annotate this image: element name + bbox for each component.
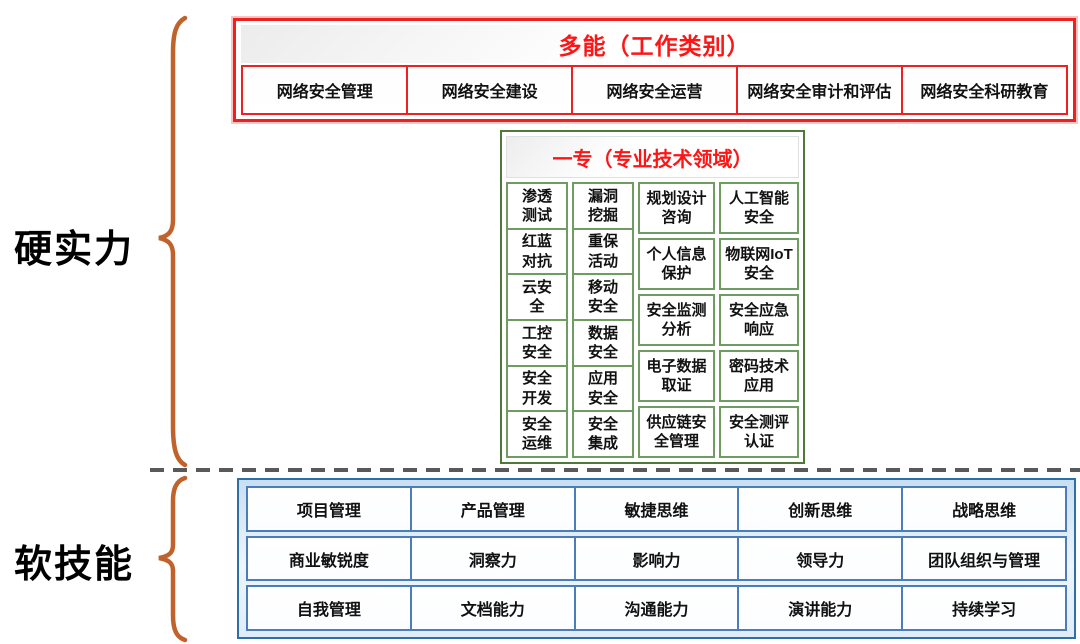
soft-skill-cell: 敏捷思维 xyxy=(573,486,740,532)
soft-skill-cell: 沟通能力 xyxy=(573,585,740,632)
soft-skill-cell: 产品管理 xyxy=(409,486,576,532)
soft-skill-cell: 影响力 xyxy=(573,535,740,582)
soft-skill-cell: 战略思维 xyxy=(901,486,1067,532)
soft-skill-cell: 商业敏锐度 xyxy=(246,535,412,582)
soft-skill-cell: 演讲能力 xyxy=(737,585,904,632)
brace-path xyxy=(158,475,188,643)
technical-field-cell: 工控 安全 xyxy=(506,319,568,367)
technical-field-cell: 安全监测 分析 xyxy=(638,294,715,346)
soft-skill-brace-icon xyxy=(158,475,188,643)
technical-field-cell: 移动 安全 xyxy=(572,273,634,322)
soft-skills-row: 项目管理 产品管理 敏捷思维 创新思维 战略思维 xyxy=(246,486,1067,532)
technical-field-cell: 规划设计 咨询 xyxy=(638,182,715,234)
technical-field-cell: 安全测评 认证 xyxy=(719,406,799,458)
job-category-cell: 网络安全建设 xyxy=(405,65,574,115)
soft-skill-cell: 项目管理 xyxy=(246,486,412,532)
technical-fields-title: 一专（专业技术领域） xyxy=(506,136,799,178)
soft-skill-cell: 团队组织与管理 xyxy=(901,535,1067,582)
technical-field-cell: 漏洞 挖掘 xyxy=(572,182,634,230)
soft-skill-cell: 自我管理 xyxy=(246,585,412,632)
technical-field-cell: 人工智能 安全 xyxy=(719,182,799,234)
technical-field-cell: 安全 开发 xyxy=(506,364,568,413)
job-categories-box: 多能（工作类别） 网络安全管理 网络安全建设 网络安全运营 网络安全审计和评估 … xyxy=(233,18,1076,122)
technical-field-cell: 电子数据 取证 xyxy=(638,350,715,402)
soft-skill-cell: 创新思维 xyxy=(737,486,904,532)
soft-skill-label: 软技能 xyxy=(13,544,134,586)
technical-field-cell: 物联网IoT 安全 xyxy=(719,238,799,290)
technical-field-cell: 红蓝 对抗 xyxy=(506,227,568,276)
job-categories-row: 网络安全管理 网络安全建设 网络安全运营 网络安全审计和评估 网络安全科研教育 xyxy=(241,65,1069,115)
technical-field-cell: 数据 安全 xyxy=(572,319,634,367)
technical-field-cell: 云安 全 xyxy=(506,273,568,322)
technical-field-cell: 应用 安全 xyxy=(572,364,634,413)
technical-fields-column-1: 渗透 测试 红蓝 对抗 云安 全 工控 安全 安全 开发 安全 运维 xyxy=(506,182,568,459)
soft-skill-cell: 领导力 xyxy=(737,535,904,582)
technical-fields-column-3: 规划设计 咨询 个人信息 保护 安全监测 分析 电子数据 取证 供应链安 全管理 xyxy=(638,182,715,458)
job-category-cell: 网络安全运营 xyxy=(570,65,739,115)
technical-fields-grid: 渗透 测试 红蓝 对抗 云安 全 工控 安全 安全 开发 安全 运维 漏洞 挖掘… xyxy=(506,182,799,459)
soft-skill-cell: 文档能力 xyxy=(409,585,576,632)
soft-skills-row: 商业敏锐度 洞察力 影响力 领导力 团队组织与管理 xyxy=(246,535,1067,582)
soft-skill-cell: 持续学习 xyxy=(901,585,1067,632)
soft-skills-row: 自我管理 文档能力 沟通能力 演讲能力 持续学习 xyxy=(246,585,1067,632)
job-category-cell: 网络安全科研教育 xyxy=(900,65,1069,115)
technical-field-cell: 渗透 测试 xyxy=(506,182,568,230)
technical-field-cell: 供应链安 全管理 xyxy=(638,406,715,458)
job-category-cell: 网络安全管理 xyxy=(241,65,409,115)
technical-field-cell: 安全 运维 xyxy=(506,410,568,459)
technical-field-cell: 安全 集成 xyxy=(572,410,634,459)
hard-skill-label: 硬实力 xyxy=(13,229,134,271)
technical-fields-box: 一专（专业技术领域） 渗透 测试 红蓝 对抗 云安 全 工控 安全 安全 开发 … xyxy=(500,130,805,464)
brace-path xyxy=(158,15,188,468)
technical-field-cell: 个人信息 保护 xyxy=(638,238,715,290)
soft-skill-cell: 洞察力 xyxy=(409,535,576,582)
section-divider-dashed-line xyxy=(150,468,1080,472)
technical-field-cell: 重保 活动 xyxy=(572,227,634,276)
soft-skills-box: 项目管理 产品管理 敏捷思维 创新思维 战略思维 商业敏锐度 洞察力 影响力 领… xyxy=(237,478,1076,639)
technical-fields-column-2: 漏洞 挖掘 重保 活动 移动 安全 数据 安全 应用 安全 安全 集成 xyxy=(572,182,634,459)
hard-skill-brace-icon xyxy=(158,15,188,468)
technical-field-cell: 密码技术 应用 xyxy=(719,350,799,402)
job-categories-title: 多能（工作类别） xyxy=(241,25,1068,63)
technical-fields-column-4: 人工智能 安全 物联网IoT 安全 安全应急 响应 密码技术 应用 安全测评 认… xyxy=(719,182,799,458)
job-category-cell: 网络安全审计和评估 xyxy=(735,65,904,115)
technical-field-cell: 安全应急 响应 xyxy=(719,294,799,346)
